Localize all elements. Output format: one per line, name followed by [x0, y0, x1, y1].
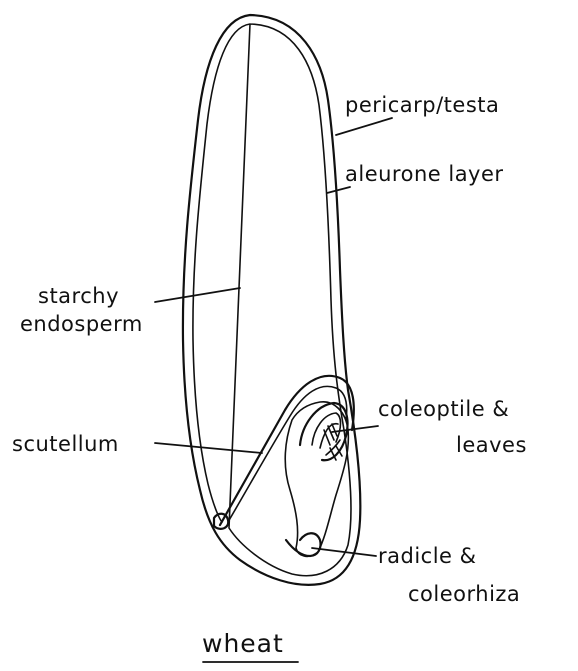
label-scutellum: scutellum: [12, 432, 119, 456]
radicle: [286, 533, 321, 556]
leader-pericarp: [336, 118, 392, 135]
label-pericarp-testa: pericarp/testa: [345, 93, 499, 117]
leader-aleurone: [327, 187, 350, 193]
grain-outer-outline: [183, 15, 360, 585]
label-radicle-2: coleorhiza: [408, 582, 520, 606]
label-starchy-endosperm-1: starchy: [38, 284, 119, 308]
embryo-axis: [285, 402, 348, 557]
label-radicle-1: radicle &: [378, 544, 477, 568]
leader-scutellum: [155, 443, 262, 453]
diagram-title: wheat: [202, 629, 284, 658]
grain-inner-outline: [193, 24, 351, 576]
label-coleoptile-1: coleoptile &: [378, 397, 509, 421]
label-starchy-endosperm-2: endosperm: [20, 312, 143, 336]
leader-starchy-endosperm: [155, 288, 240, 302]
label-coleoptile-2: leaves: [456, 433, 527, 457]
label-aleurone-layer: aleurone layer: [345, 162, 504, 186]
